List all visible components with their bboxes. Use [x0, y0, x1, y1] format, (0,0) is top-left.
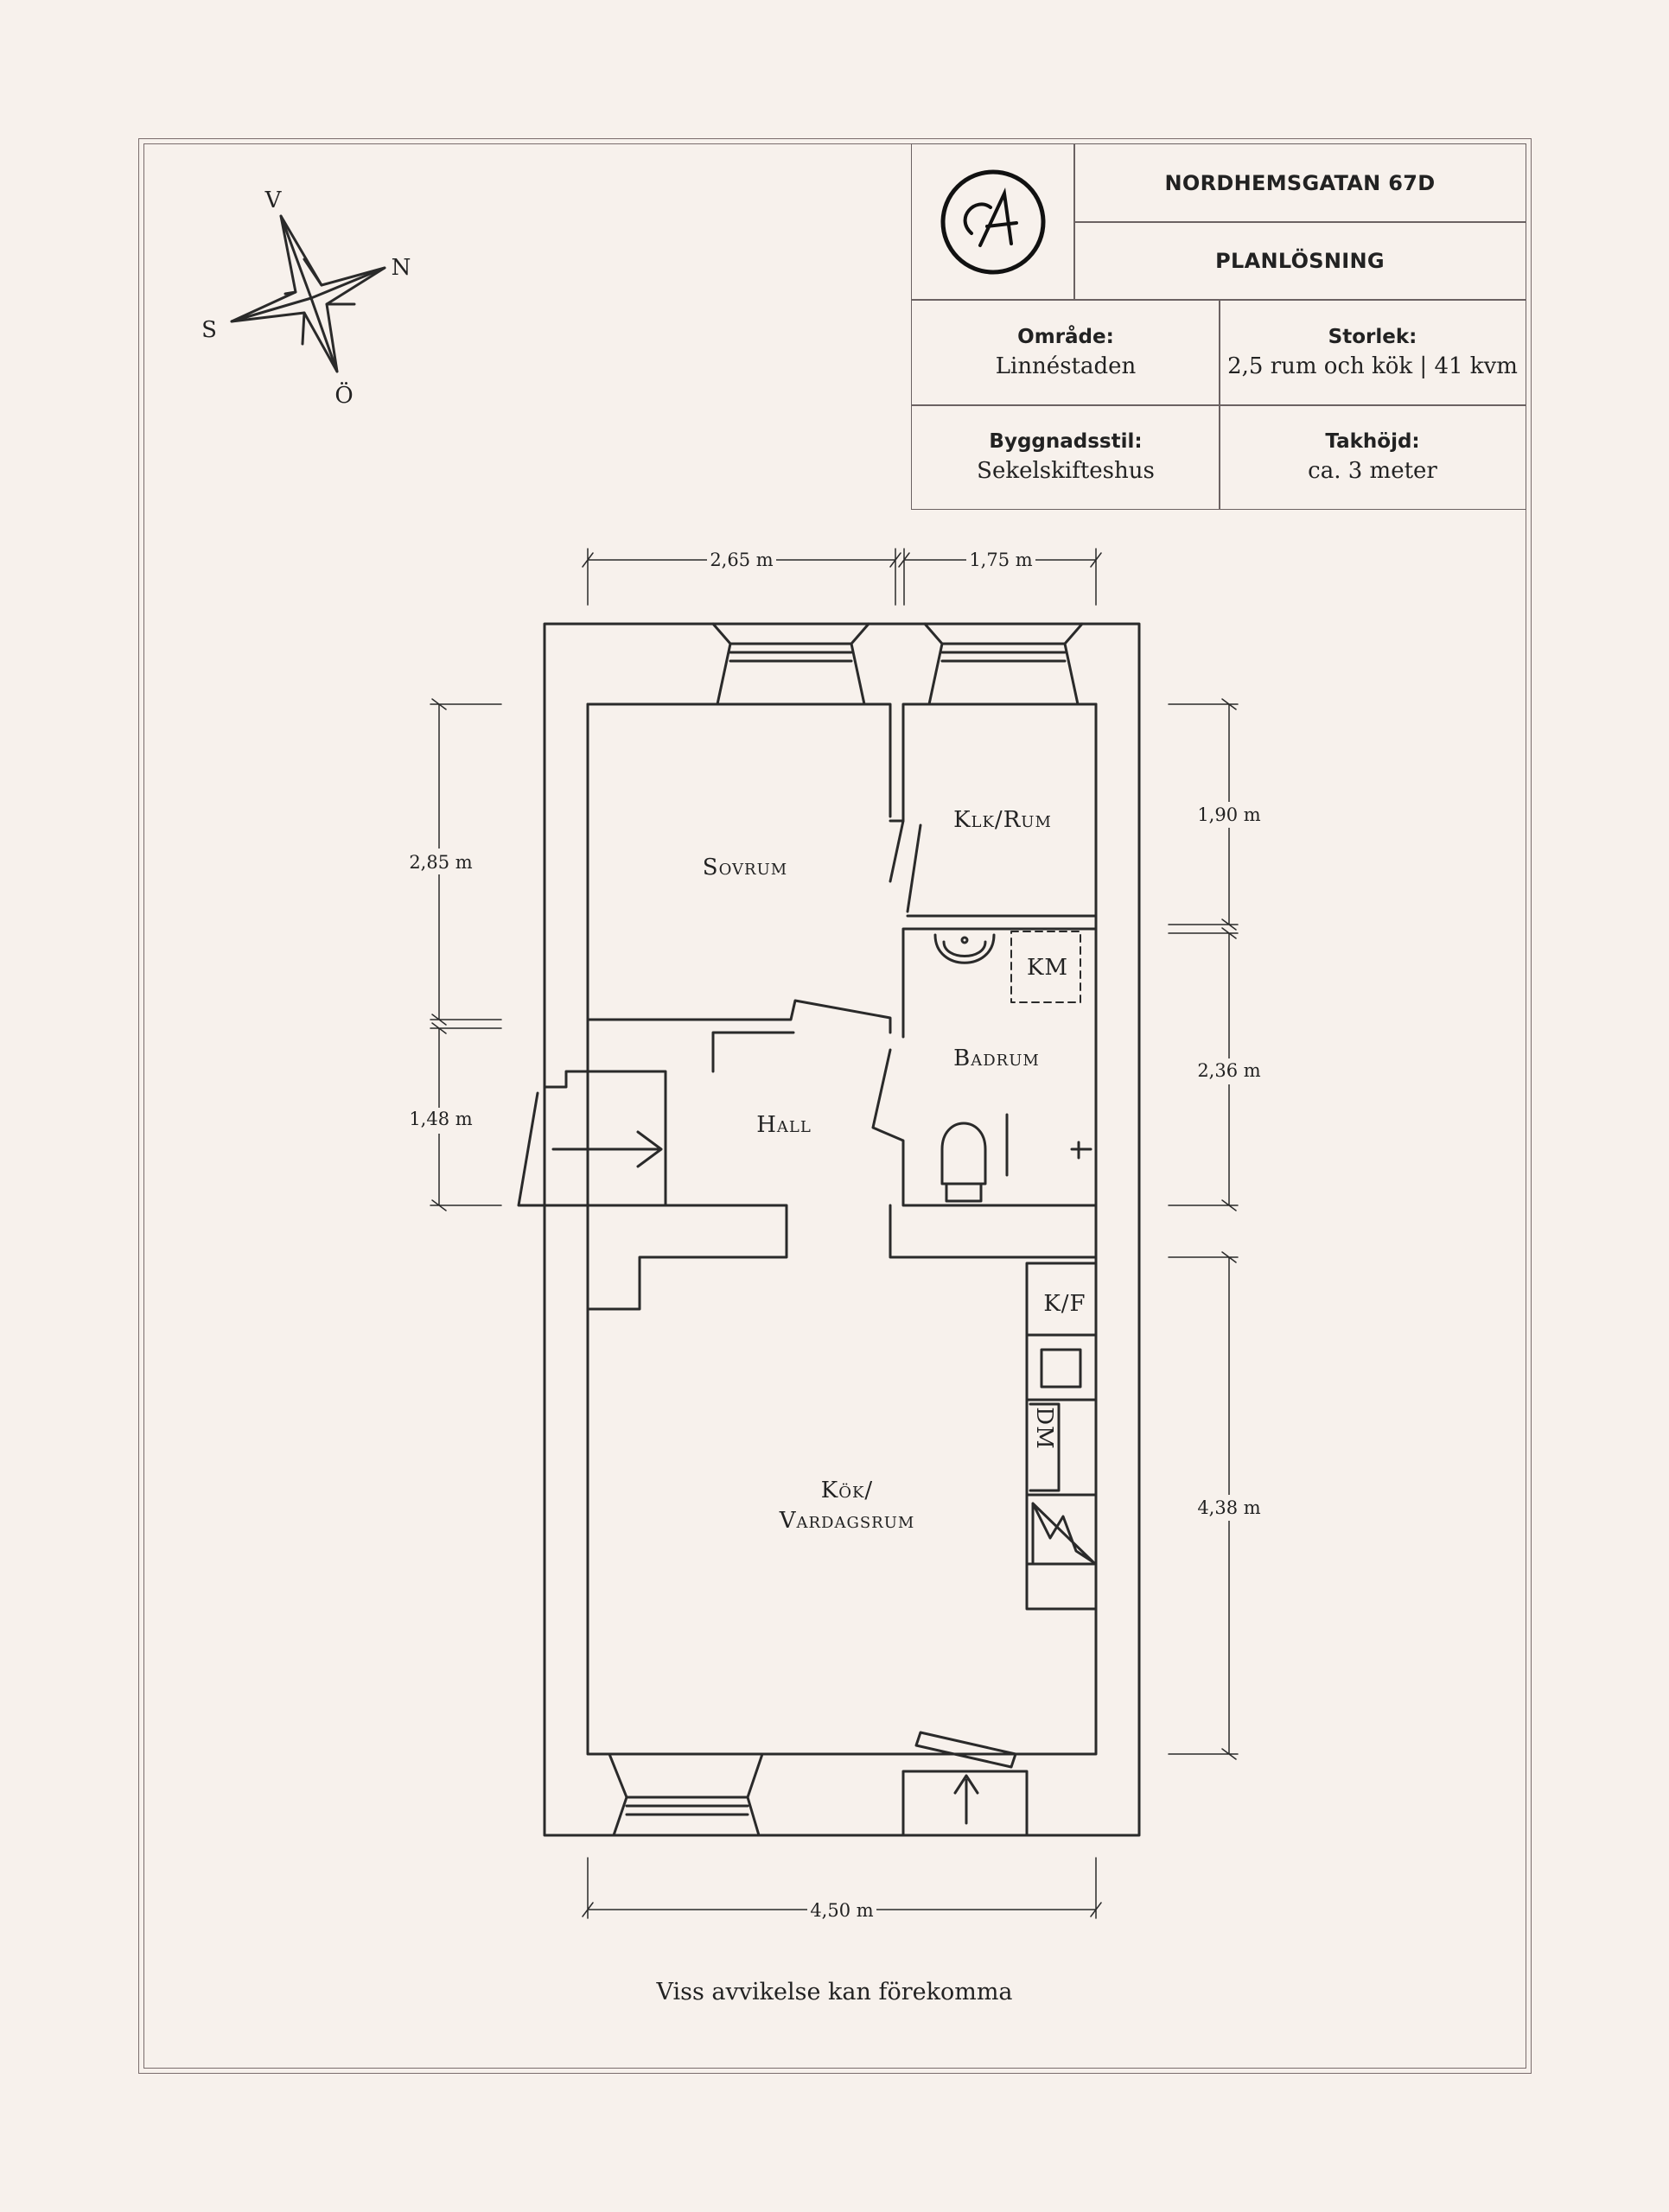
- dim-bottom: 4,50 m: [810, 1900, 873, 1921]
- room-klk: Klk/Rum: [953, 807, 1052, 833]
- room-badrum: Badrum: [953, 1046, 1040, 1071]
- entry-arrow: [517, 1091, 667, 1207]
- size-label: Storlek:: [1328, 326, 1417, 348]
- compass-right-letter: N: [392, 255, 411, 281]
- area-cell: Område: Linnéstaden: [911, 299, 1220, 406]
- area-value: Linnéstaden: [995, 353, 1137, 379]
- room-km: KM: [1027, 955, 1068, 981]
- style-label: Byggnadsstil:: [989, 430, 1143, 453]
- dim-left-lower: 1,48 m: [409, 1109, 472, 1129]
- logo-icon: [940, 169, 1046, 275]
- room-kok-line1: Kök/: [821, 1478, 873, 1503]
- style-value: Sekelskifteshus: [977, 458, 1155, 484]
- compass-top-letter: V: [264, 188, 283, 213]
- hall-walls: [543, 1031, 795, 1207]
- shower-tap-icon: [1070, 1141, 1092, 1160]
- sink-kitchen-icon: [1031, 1502, 1095, 1564]
- badrum-walls: [871, 927, 1098, 1207]
- size-cell: Storlek: 2,5 rum och kök | 41 kvm: [1219, 299, 1526, 406]
- inner-frame: [143, 143, 1526, 2069]
- window-top-left: [711, 622, 870, 706]
- compass-icon: [230, 214, 386, 373]
- window-top-right: [923, 622, 1084, 706]
- km-cabinet: [1010, 931, 1081, 1003]
- compass-bottom-letter: Ö: [334, 381, 353, 409]
- dim-left-upper: 2,85 m: [409, 852, 472, 873]
- doc-type-title: PLANLÖSNING: [1073, 221, 1526, 301]
- size-value: 2,5 rum och kök | 41 kvm: [1227, 353, 1518, 379]
- height-label: Takhöjd:: [1325, 430, 1420, 453]
- area-label: Område:: [1017, 326, 1114, 348]
- stove-icon: [1040, 1348, 1082, 1389]
- dim-top-right: 1,75 m: [969, 550, 1032, 570]
- room-kok-line2: Vardagsrum: [779, 1508, 915, 1534]
- room-hall: Hall: [756, 1112, 812, 1138]
- dim-top-left: 2,65 m: [710, 550, 773, 570]
- compass-left-letter: S: [201, 317, 217, 343]
- address-title: NORDHEMSGATAN 67D: [1073, 143, 1526, 223]
- outer-wall: [543, 622, 1141, 1837]
- toilet-icon: [940, 1122, 987, 1185]
- room-sovrum: Sovrum: [703, 855, 787, 880]
- label-kf: K/F: [1043, 1291, 1086, 1317]
- dim-right-lower: 4,38 m: [1197, 1497, 1260, 1518]
- balcony-arrow: [953, 1774, 979, 1825]
- dimension-lines: [430, 548, 1239, 1919]
- dim-right-upper: 1,90 m: [1197, 804, 1260, 825]
- sink-icon: [933, 933, 996, 964]
- disclaimer-note: Viss avvikelse kan förekomma: [656, 1979, 1013, 2005]
- balcony-door: [901, 1731, 1029, 1837]
- style-cell: Byggnadsstil: Sekelskifteshus: [911, 404, 1220, 510]
- label-dm: DM: [1031, 1407, 1057, 1449]
- dim-right-middle: 2,36 m: [1197, 1060, 1260, 1081]
- klk-walls: [901, 702, 1098, 918]
- height-value: ca. 3 meter: [1308, 458, 1437, 484]
- window-bottom: [608, 1752, 764, 1837]
- height-cell: Takhöjd: ca. 3 meter: [1219, 404, 1526, 510]
- outer-frame: [138, 138, 1532, 2074]
